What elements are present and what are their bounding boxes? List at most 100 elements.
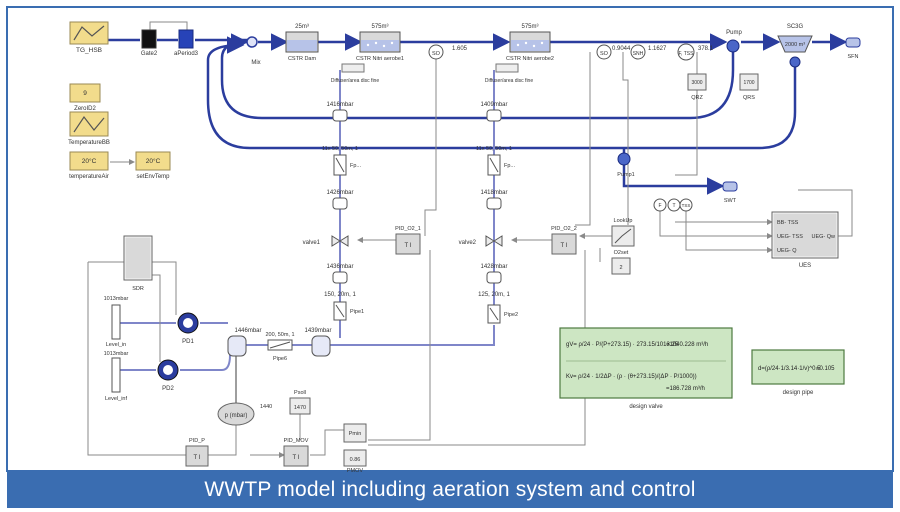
pipe2-label: Pipe2	[504, 312, 518, 318]
pid-mov-label: PID_MOV	[284, 438, 309, 444]
pid-p-label: PID_P	[189, 438, 205, 444]
cstr-dam[interactable]: 25m³ CSTR Dam	[285, 24, 319, 62]
source-temp-bb-label: TemperatureBB	[68, 140, 110, 146]
so-sensor-1[interactable]: SO 1.605	[428, 44, 468, 60]
cstr-aerobe-2[interactable]: 575m³ CSTR Nitri aerobe2	[506, 24, 554, 62]
o2set-block[interactable]: 2 O2set	[611, 250, 631, 275]
signal-snh	[622, 52, 629, 225]
fp1-pipe[interactable]: Fp...	[333, 154, 361, 176]
pump1[interactable]: Pump1	[617, 152, 635, 178]
effluent-sfn[interactable]: SFN	[845, 37, 861, 60]
so-sensor-1-label: SO	[432, 51, 441, 57]
const-air-temp[interactable]: 20°C setEnvTemp	[135, 151, 171, 180]
valve2[interactable]: valve2	[459, 235, 503, 247]
pid-o2-1-symbol: T I	[405, 243, 412, 249]
pressure-gauge-label: p (mbar)	[225, 413, 248, 419]
const-air-temp-label: setEnvTemp	[136, 174, 170, 180]
node-3[interactable]	[332, 197, 348, 210]
pressure-1426: 1426mbar	[326, 190, 353, 196]
pipe6[interactable]: 200, 50m, 1 Pipe6	[265, 332, 294, 362]
const-zero-label: ZeroID2	[74, 106, 96, 112]
secondary-clarifier[interactable]: SC3G 2000 m³	[777, 24, 813, 53]
air-pipe-header-3	[330, 325, 495, 346]
lookup-block[interactable]: LookUp	[611, 218, 635, 247]
design-valve-box[interactable]: gV= ρ/24 · P/(P+273.15) · 273.15/1013.25…	[559, 327, 733, 410]
pmin-block[interactable]: Pmin	[343, 423, 367, 443]
pipe6-label: Pipe6	[273, 356, 287, 362]
air-column-2: 1409mbar 11x 50, 50m, 1 Fp... 1418mbar v…	[459, 102, 518, 324]
source-hsb[interactable]: TG_HSB	[69, 21, 109, 54]
gate2-block[interactable]: Gate2	[141, 29, 158, 57]
gate3-block[interactable]: aPeriod3	[174, 29, 199, 57]
pmov-block[interactable]: 0.86 PMOV	[343, 449, 367, 474]
cstr-aerobe-1[interactable]: 575m³ CSTR Nitri aerobe1	[356, 24, 404, 62]
fp2-label: Fp...	[504, 163, 515, 169]
pid-o2-1[interactable]: T I PID_O2_1	[395, 226, 421, 255]
signal-so2	[575, 52, 591, 226]
source-hsb-label: TG_HSB	[76, 47, 102, 54]
pressure-gauge[interactable]: p (mbar) 1440	[217, 402, 272, 426]
valve1[interactable]: valve1	[303, 235, 349, 247]
diffuser-2[interactable]: Diffuser/area disc fine	[485, 63, 533, 84]
air-header-node-2[interactable]: 1439mbar	[304, 328, 332, 357]
node-6[interactable]	[486, 271, 502, 284]
gate2-label: Gate2	[141, 51, 158, 57]
qrz-block[interactable]: 3000 QRZ	[687, 73, 707, 101]
snh-sensor[interactable]: SNH 1.1627	[630, 44, 667, 60]
pipe1[interactable]: Pipe1	[333, 301, 364, 321]
design-pipe-box[interactable]: d=(ρ/24·1/3.14·1/v)^0.5 =0.105 design pi…	[751, 349, 845, 396]
pid-o2-2[interactable]: T I PID_O2_2	[551, 226, 577, 255]
node-1[interactable]	[332, 109, 348, 122]
clarifier-label: SC3G	[787, 24, 804, 30]
level-b-value: 1013mbar	[104, 351, 129, 357]
fp2-pipe[interactable]: Fp...	[487, 154, 515, 176]
qrs-block[interactable]: 1700 QRS	[739, 73, 759, 101]
const-zero[interactable]: 9 ZeroID2	[69, 83, 101, 112]
pmin-label: Pmin	[349, 431, 362, 437]
node-5[interactable]	[332, 271, 348, 284]
air-column-1: 1416mbar 11x 50, 50m, 1 Fp... 1426mbar v…	[303, 102, 364, 321]
source-temp-bb[interactable]: TemperatureBB	[68, 111, 110, 146]
f-tss-sensors[interactable]: F T TSS	[653, 198, 693, 212]
level-a[interactable]: 1013mbar Level_in	[104, 296, 129, 348]
so-sensor-2[interactable]: SO 0.9044	[596, 44, 631, 60]
air-header-node[interactable]: 1446mbar	[227, 328, 262, 357]
pump-top[interactable]: Pump	[726, 30, 742, 53]
tss-sensor-label: F, TSS	[679, 51, 695, 57]
blower-pd1[interactable]: PD1	[177, 312, 199, 345]
pressure-gauge-value: 1440	[260, 404, 272, 410]
pipe2[interactable]: Pipe2	[487, 304, 518, 324]
signal-gauge-pidp	[206, 425, 237, 456]
blower-pd2[interactable]: PD2	[157, 359, 179, 392]
const-air-temp-value: 20°C	[146, 157, 161, 165]
sdr-block[interactable]: SDR	[123, 235, 153, 292]
level-b[interactable]: 1013mbar Level_inf	[104, 351, 129, 402]
diffuser-1[interactable]: Diffuser/area disc fine	[331, 63, 379, 84]
pressure-1416: 1416mbar	[326, 102, 353, 108]
ues-block[interactable]: BB- TSS UEG- TSS UEG- Q UEG- Qw UES	[771, 211, 839, 269]
o2set-value: 2	[619, 265, 622, 271]
clarifier-valve[interactable]	[789, 56, 801, 68]
pid-p[interactable]: T I PID_P	[185, 438, 209, 467]
internal-recycle-loop	[206, 36, 797, 150]
air-pipe-pd2	[180, 354, 231, 371]
waste-sludge-line	[622, 165, 725, 195]
node-2[interactable]	[486, 109, 502, 122]
pmov-label: PMOV	[347, 468, 364, 474]
source-temp-air[interactable]: 20°C temperatureAir	[69, 151, 109, 180]
pmov-value: 0.86	[350, 457, 361, 463]
tss-sensor[interactable]: F, TSS 378.1	[677, 43, 714, 61]
node-4[interactable]	[486, 197, 502, 210]
pressure-1409: 1409mbar	[480, 102, 507, 108]
waste-swt[interactable]: SWT	[722, 181, 738, 204]
level-b-label: Level_inf	[105, 396, 127, 402]
sdr-label: SDR	[132, 286, 144, 292]
ues-input-3: UEG- Q	[777, 248, 797, 254]
mix-node[interactable]: Mix	[246, 36, 261, 66]
signal-gate	[149, 21, 188, 33]
psoll-block[interactable]: 1470 Psoll	[289, 390, 311, 415]
pid-mov[interactable]: T I PID_MOV	[283, 438, 309, 467]
pid-p-symbol: T I	[194, 455, 201, 461]
